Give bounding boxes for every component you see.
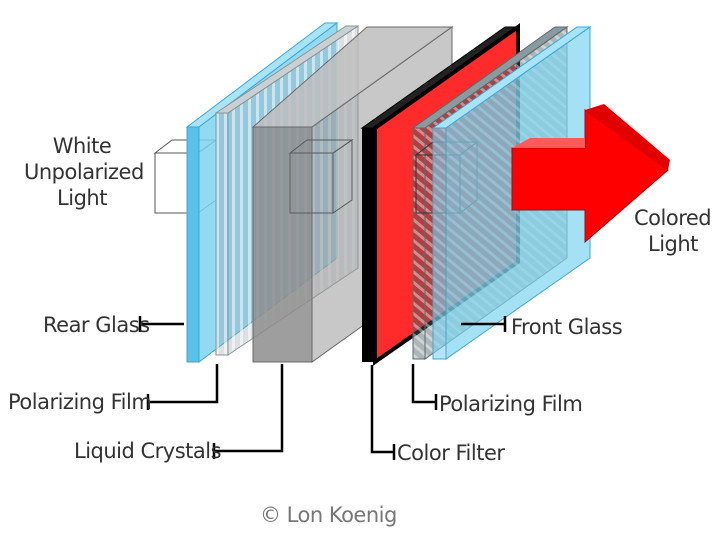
label-white-line1: White <box>52 134 112 158</box>
leader-lines <box>138 316 507 460</box>
label-liquid-crystals: Liquid Crystals <box>74 439 222 463</box>
label-color-filter: Color Filter <box>397 441 505 465</box>
copyright-credit: © Lon Koenig <box>260 503 397 527</box>
label-colored-light: Colored Light <box>634 205 712 257</box>
label-white-line2: Unpolarized <box>24 160 144 184</box>
label-front-polarizing-film: Polarizing Film <box>439 392 583 416</box>
label-rear-polarizing-film: Polarizing Film <box>8 390 152 414</box>
colored-light-arrow <box>511 104 670 244</box>
label-colored-line1: Colored <box>634 206 712 230</box>
label-rear-glass: Rear Glass <box>43 313 150 337</box>
label-front-glass: Front Glass <box>511 315 623 339</box>
label-colored-line2: Light <box>648 232 698 256</box>
label-white-unpolarized-light: White Unpolarized Light <box>24 133 144 211</box>
label-white-line3: Light <box>57 186 107 210</box>
